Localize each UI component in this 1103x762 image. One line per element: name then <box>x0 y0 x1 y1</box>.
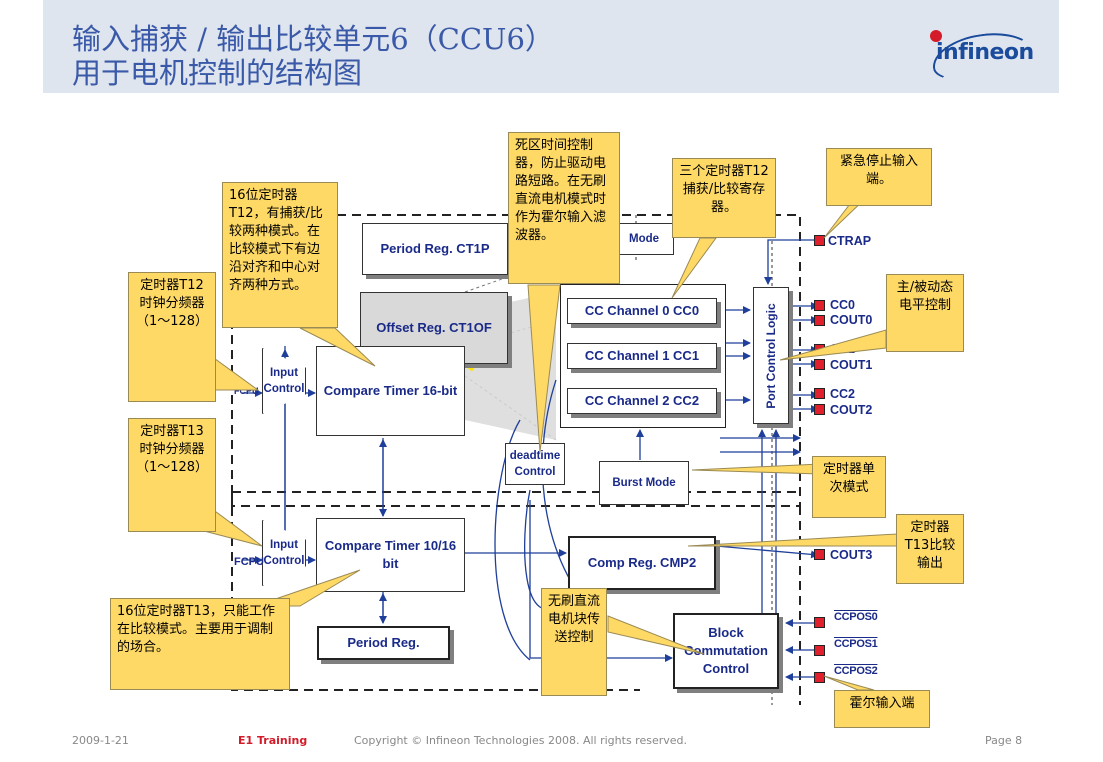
cc-channel-1-block: CC Channel 1 CC1 <box>567 343 717 369</box>
pin-label-ccpos2: CCPOS2 <box>834 665 878 677</box>
callout-t13-compare: 定时器T13比较输出 <box>896 514 964 584</box>
logo-dot-icon <box>930 30 942 42</box>
callout-three-timers: 三个定时器T12捕获/比较寄存器。 <box>672 158 776 238</box>
comp-reg-cmp2-block: Comp Reg. CMP2 <box>568 536 716 590</box>
pin-label-ccpos1: CCPOS1 <box>834 638 878 650</box>
pin-cout2 <box>814 404 825 415</box>
burst-mode-block: Burst Mode <box>599 461 689 505</box>
footer-copyright: Copyright © Infineon Technologies 2008. … <box>354 734 688 747</box>
block-commutation-control-block: Block Commutation Control <box>673 613 779 689</box>
footer-training: E1 Training <box>238 734 308 747</box>
footer-date: 2009-1-21 <box>72 734 129 747</box>
pin-cout3 <box>814 549 825 560</box>
pin-cout0 <box>814 315 825 326</box>
pin-label-cc2: CC2 <box>830 387 856 401</box>
footer-page: Page 8 <box>985 734 1023 747</box>
pin-cc0 <box>814 300 825 311</box>
cc-channel-2-block: CC Channel 2 CC2 <box>567 388 717 414</box>
fcpu-label-1: FCPU <box>234 386 259 396</box>
period-reg-ct1p-block: Period Reg. CT1P <box>362 223 508 275</box>
slide-title-line1: 输入捕获 / 输出比较单元6（CCU6） <box>72 22 554 56</box>
pin-ccpos0 <box>814 617 825 628</box>
pin-label-cout1: COUT1 <box>830 358 873 372</box>
pin-label-cout2: COUT2 <box>830 403 873 417</box>
pin-label-cc0: CC0 <box>830 298 856 312</box>
callout-t13-prescaler: 定时器T13时钟分频器（1～128） <box>128 418 216 532</box>
logo-text: infineon <box>936 40 1034 65</box>
callout-t12-modes: 16位定时器T12，有捕获/比较两种模式。在比较模式下有边沿对齐和中心对齐两种方… <box>222 182 338 328</box>
fcpu-label-2: FCPU <box>234 556 264 568</box>
pin-label-cout0: COUT0 <box>830 313 873 327</box>
pin-ccpos2 <box>814 672 825 683</box>
pin-ccpos1 <box>814 645 825 656</box>
cc-channel-0-block: CC Channel 0 CC0 <box>567 298 717 324</box>
port-control-logic-block <box>753 287 789 424</box>
infineon-logo: infineon <box>929 26 1039 88</box>
compare-timer-16-block: Compare Timer 16-bit <box>316 346 465 436</box>
slide-title-line2: 用于电机控制的结构图 <box>72 56 363 90</box>
callout-emergency: 紧急停止输入端。 <box>826 148 932 206</box>
pin-label-cout3: COUT3 <box>830 548 873 562</box>
period-reg-lower-block: Period Reg. <box>317 626 450 660</box>
deadtime-control-block: deadtime Control <box>505 443 565 485</box>
callout-single-shot: 定时器单次模式 <box>812 456 886 518</box>
header-band <box>43 0 1059 93</box>
callout-t12-prescaler: 定时器T12时钟分频器（1～128） <box>128 272 216 402</box>
callout-bldc: 无刷直流电机块传送控制 <box>541 588 607 696</box>
pin-cout1 <box>814 359 825 370</box>
pin-label-ccpos0: CCPOS0 <box>834 611 878 623</box>
pin-ctrap <box>814 235 825 246</box>
callout-master-slave: 主/被动态电平控制 <box>886 274 964 352</box>
callout-t13-desc: 16位定时器T13，只能工作在比较模式。主要用于调制的场合。 <box>110 598 290 690</box>
pin-cc2 <box>814 388 825 399</box>
pin-label-ctrap: CTRAP <box>828 234 872 248</box>
compare-timer-1016-block: Compare Timer 10/16 bit <box>316 518 465 592</box>
callout-hall: 霍尔输入端 <box>834 690 930 728</box>
mode-block: Mode <box>614 223 674 255</box>
callout-deadtime: 死区时间控制器，防止驱动电路短路。在无刷直流电机模式时作为霍尔输入滤波器。 <box>508 132 620 284</box>
